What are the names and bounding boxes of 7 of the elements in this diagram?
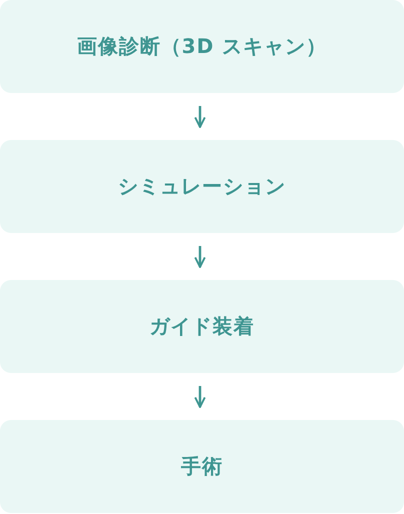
step-label: 手術	[181, 453, 223, 480]
down-arrow	[194, 386, 206, 408]
down-arrow	[194, 106, 206, 128]
step-label: シミュレーション	[118, 173, 286, 200]
down-arrow	[194, 246, 206, 268]
step-label: ガイド装着	[150, 313, 254, 340]
step-label: 画像診断（3D スキャン）	[76, 33, 328, 60]
